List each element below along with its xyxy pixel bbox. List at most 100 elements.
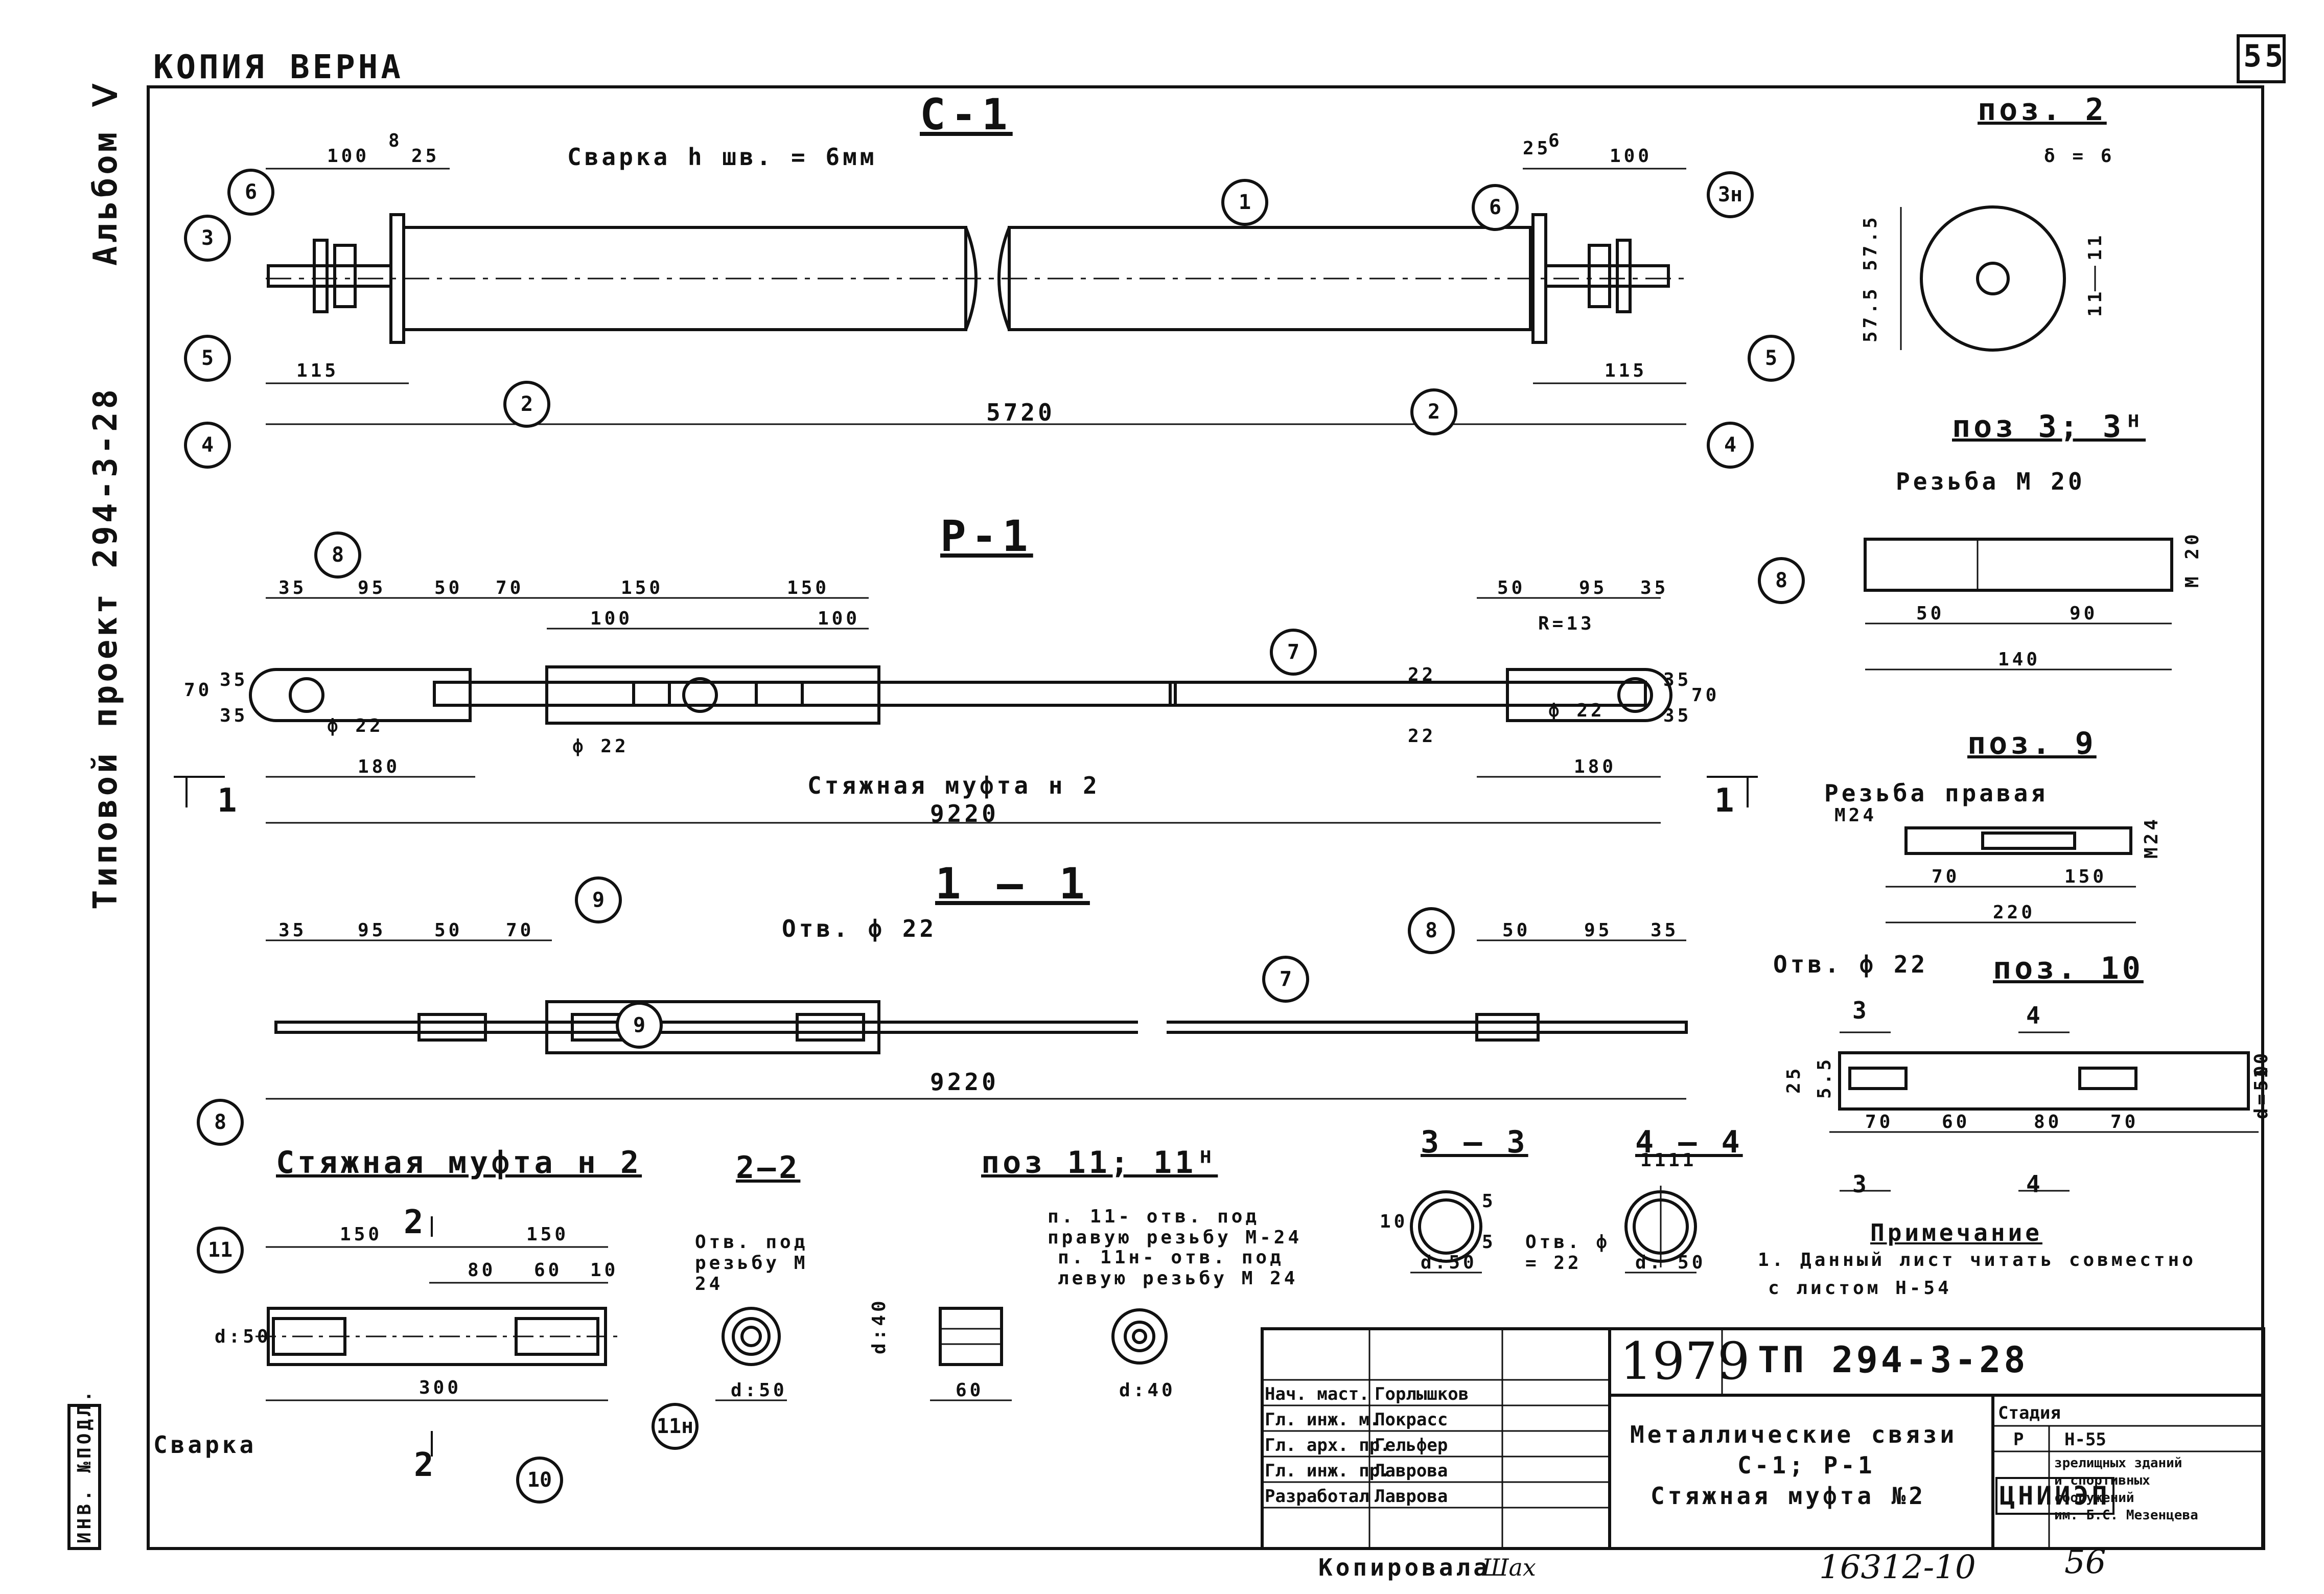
pos11-dim: d:40 <box>1119 1380 1176 1401</box>
pos10-dim: 70 <box>2110 1112 2139 1133</box>
s11-dim: 50 <box>434 920 463 941</box>
s22-note: Отв. под резьбу М 24 <box>695 1232 808 1295</box>
p1-dim: 95 <box>358 577 386 598</box>
pos11-drawing <box>930 1307 1168 1401</box>
s11-title: 1 — 1 <box>935 859 1090 909</box>
coupling-dim: 150 <box>340 1224 383 1245</box>
name: Горлышков <box>1375 1384 1469 1404</box>
s11-dim: 35 <box>1651 920 1679 941</box>
s11-dim-total: 9220 <box>930 1068 999 1096</box>
org-desc: зрелищных зданий <box>2054 1456 2182 1471</box>
p1-coupling-label: Стяжная муфта н 2 <box>807 772 1100 799</box>
p1-dim: 35 <box>1663 705 1692 726</box>
s11-drawing <box>266 939 1688 1100</box>
sheet: Н-55 <box>2064 1429 2106 1450</box>
s44-dim: 11 <box>1668 1150 1697 1171</box>
p1-dim: 35 <box>1640 577 1669 598</box>
pos3-dim: 90 <box>2070 603 2098 624</box>
s22-dim: d:50 <box>731 1380 787 1401</box>
pos11-dim: 60 <box>956 1380 984 1401</box>
p1-hole-dia: ф 22 <box>572 736 629 757</box>
s11-dim: 50 <box>1502 920 1531 941</box>
pos10-section: 3 <box>1852 997 1870 1024</box>
position-callout: 8 <box>1758 557 1805 604</box>
pos9-thread-size: М24 <box>1834 805 1877 826</box>
pos2-title: поз. 2 <box>1978 92 2107 128</box>
p1-dim-total: 9220 <box>930 800 999 827</box>
pos2-dim: 57.5 <box>1860 214 1881 271</box>
org-desc: сооружений <box>2054 1490 2134 1506</box>
c1-dim: 8 <box>388 130 403 151</box>
position-callout: 8 <box>1408 907 1455 954</box>
pos10-dim: 80 <box>2034 1112 2062 1133</box>
pos10-section: 4 <box>2026 1170 2043 1198</box>
p1-dim: 35 <box>1663 669 1692 690</box>
p1-dim: 70 <box>1691 685 1720 706</box>
title-description-1: Металлические связи <box>1630 1421 1958 1448</box>
position-callout: 6 <box>1472 184 1519 231</box>
project-label: Типовой проект 294-3-28 <box>87 386 125 910</box>
p1-drawing <box>174 597 1758 824</box>
copy-stamp: КОПИЯ ВЕРНА <box>153 49 404 86</box>
c1-dim: 115 <box>296 360 339 381</box>
name: Покрасс <box>1375 1410 1448 1430</box>
order-number: 16312-10 <box>1819 1549 1976 1586</box>
name: Гельфер <box>1375 1435 1448 1456</box>
pos10-dim: 70 <box>1865 1112 1894 1133</box>
p1-hole-dia: ф 22 <box>327 715 384 736</box>
s44-dim: 11 <box>1640 1150 1669 1171</box>
section-mark-1-right: 1 <box>1714 782 1737 820</box>
p1-dim: 100 <box>590 608 633 629</box>
pos9-dim: 70 <box>1932 866 1960 887</box>
position-callout: 9 <box>616 1002 663 1049</box>
s44-dim: d. 50 <box>1635 1252 1706 1273</box>
position-callout: 10 <box>516 1457 563 1504</box>
p1-dim: 22 <box>1408 726 1436 747</box>
p1-dim: 180 <box>1574 756 1617 777</box>
role: Гл. арх. пр. <box>1265 1435 1390 1456</box>
copied-by: Копировала <box>1318 1554 1491 1581</box>
c1-dim: 25 <box>1523 138 1551 159</box>
title-description-2: С-1; Р-1 <box>1737 1451 1875 1479</box>
s44-title: 4 — 4 <box>1635 1124 1743 1160</box>
title-block-grid <box>1261 1327 2265 1550</box>
page-number: 55 <box>2243 38 2287 74</box>
coupling-dim: d:50 <box>215 1326 271 1347</box>
position-callout: 5 <box>1748 335 1795 382</box>
c1-title: С-1 <box>920 89 1013 140</box>
org-desc: им. Б.С. Мезенцева <box>2054 1508 2198 1523</box>
coupling-weld-label: Сварка <box>153 1431 257 1459</box>
p1-dim: 150 <box>621 577 664 598</box>
pos3-title: поз 3; 3ᴴ <box>1952 409 2146 445</box>
stage: Р <box>2013 1429 2024 1450</box>
pos10-title: поз. 10 <box>1993 951 2144 986</box>
position-callout: 8 <box>197 1099 244 1146</box>
position-callout: 1 <box>1221 179 1268 226</box>
s22-title: 2—2 <box>736 1150 801 1186</box>
p1-dim: 22 <box>1408 664 1436 685</box>
p1-dim: 35 <box>278 577 307 598</box>
s33-dim: 10 <box>1380 1211 1408 1232</box>
s33-dim: 5 <box>1482 1232 1496 1253</box>
sheet-number: 56 <box>2064 1543 2106 1581</box>
position-callout: 2 <box>1410 388 1457 435</box>
role: Гл. инж. м. <box>1265 1410 1380 1430</box>
position-callout: 7 <box>1262 956 1309 1003</box>
position-callout: 11н <box>652 1403 699 1450</box>
c1-drawing <box>266 168 1686 425</box>
org-desc: и спортивных <box>2054 1473 2150 1488</box>
coupling-dim: 150 <box>526 1224 569 1245</box>
pos9-drawing <box>1886 826 2136 923</box>
position-callout: 3 <box>184 215 231 262</box>
pos3-dim: 140 <box>1998 649 2041 670</box>
pos9-dim: М24 <box>2141 816 2162 859</box>
title-year: 1979 <box>1620 1331 1750 1391</box>
coupling-dim: 300 <box>419 1377 462 1398</box>
s33-title: 3 — 3 <box>1421 1124 1528 1160</box>
note-text-1: 1. Данный лист читать совместно <box>1758 1250 2196 1270</box>
pos10-section: 4 <box>2026 1002 2043 1029</box>
pos10-dim: 25 <box>1783 1065 1804 1094</box>
s33-s44-drawing <box>1410 1186 1697 1274</box>
s33-dim: 5 <box>1482 1191 1496 1212</box>
